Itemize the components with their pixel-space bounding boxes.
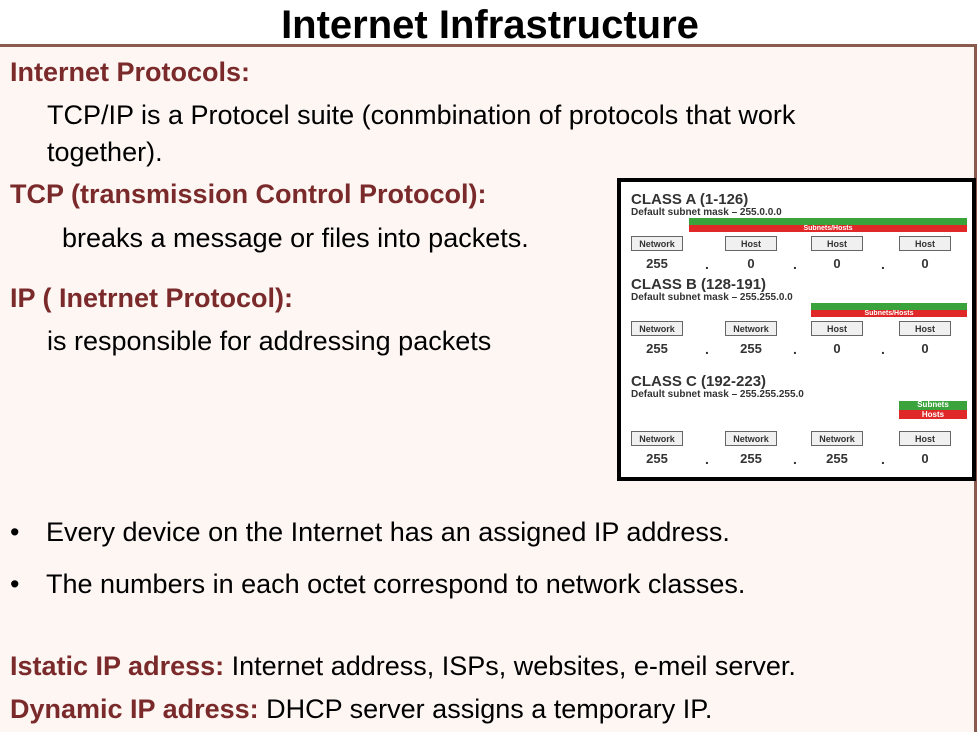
network-box: Network: [631, 431, 683, 446]
class-mask: Default subnet mask – 255.0.0.0: [631, 207, 782, 218]
octet-dot: .: [881, 341, 885, 357]
octet-dot: .: [705, 341, 709, 357]
octet-value: 0: [747, 256, 755, 271]
ip-heading: IP ( Inetrnet Protocol):: [10, 283, 294, 313]
internet-protocols-heading: Internet Protocols:: [10, 57, 251, 87]
class-title: CLASS C (192-223): [631, 373, 767, 390]
octet-dot: .: [881, 256, 885, 272]
octet-value: 0: [921, 256, 929, 271]
class-title: CLASS A (1-126): [631, 191, 749, 208]
network-box: Network: [725, 321, 777, 336]
octet-dot: .: [793, 451, 797, 467]
dynamic-ip-text: DHCP server assigns a temporary IP.: [258, 694, 713, 724]
octet-value: 255: [826, 451, 848, 466]
host-box: Host: [899, 321, 951, 336]
tcp-heading: TCP (transmission Control Protocol):: [10, 179, 487, 209]
static-ip-text: Internet address, ISPs, websites, e-meil…: [224, 651, 796, 681]
network-box: Network: [725, 431, 777, 446]
octet-dot: .: [793, 256, 797, 272]
octet-value: 255: [646, 256, 668, 271]
subnet-bar-green: [811, 303, 967, 310]
host-box: Host: [899, 236, 951, 251]
octet-dot: .: [793, 341, 797, 357]
slide-title: Internet Infrastructure: [281, 3, 699, 47]
octet-value: 255: [740, 341, 762, 356]
octet-value: 255: [646, 341, 668, 356]
octet-value: 255: [740, 451, 762, 466]
protocols-text-line-1: TCP/IP is a Protocel suite (conmbination…: [47, 100, 796, 130]
subnet-bar-red: Subnets/Hosts: [689, 225, 967, 232]
dynamic-ip-line: Dynamic IP adress: DHCP server assigns a…: [10, 693, 712, 725]
subnet-bar-green: [689, 218, 967, 225]
network-box: Network: [811, 431, 863, 446]
static-ip-line: Istatic IP adress: Internet address, ISP…: [10, 650, 796, 682]
octet-value: 0: [833, 256, 841, 271]
protocols-text-line-2: together).: [47, 137, 163, 167]
static-ip-label: Istatic IP adress:: [10, 651, 225, 681]
dynamic-ip-label: Dynamic IP adress:: [10, 694, 259, 724]
class-title: CLASS B (128-191): [631, 276, 767, 293]
ip-class-diagram: CLASS A (1-126) Default subnet mask – 25…: [617, 178, 976, 481]
network-box: Network: [631, 236, 683, 251]
octet-value: 255: [646, 451, 668, 466]
class-mask: Default subnet mask – 255.255.0.0: [631, 292, 793, 303]
host-box: Host: [899, 431, 951, 446]
subnet-bar-red: Hosts: [899, 410, 967, 419]
subnet-bar-green: Subnets: [899, 401, 967, 410]
host-box: Host: [811, 236, 863, 251]
bullet-marker: •: [10, 517, 20, 547]
octet-value: 0: [921, 341, 929, 356]
tcp-text: breaks a message or files into packets.: [62, 223, 529, 253]
ip-text: is responsible for addressing packets: [47, 326, 492, 356]
bullet-text: Every device on the Internet has an assi…: [46, 517, 730, 547]
bullet-text: The numbers in each octet correspond to …: [46, 569, 746, 599]
network-box: Network: [631, 321, 683, 336]
bullet-item: • Every device on the Internet has an as…: [10, 516, 730, 548]
bullet-item: • The numbers in each octet correspond t…: [10, 568, 746, 600]
octet-value: 0: [833, 341, 841, 356]
class-mask: Default subnet mask – 255.255.255.0: [631, 389, 804, 400]
octet-dot: .: [881, 451, 885, 467]
subnet-bar-red: Subnets/Hosts: [811, 310, 967, 317]
host-box: Host: [811, 321, 863, 336]
octet-dot: .: [705, 451, 709, 467]
octet-dot: .: [705, 256, 709, 272]
octet-value: 0: [921, 451, 929, 466]
host-box: Host: [725, 236, 777, 251]
bullet-marker: •: [10, 569, 20, 599]
